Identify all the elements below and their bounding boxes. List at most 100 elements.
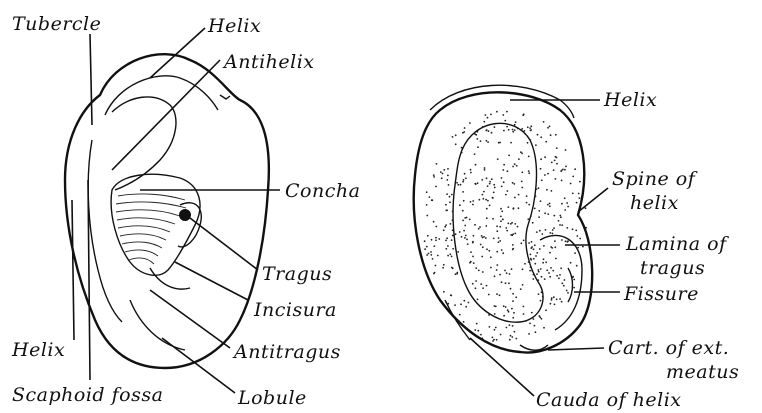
stipple-dot <box>535 195 537 197</box>
stipple-dot <box>518 158 520 160</box>
stipple-dot <box>580 202 582 204</box>
stipple-dot <box>551 299 553 301</box>
stipple-dot <box>514 124 516 126</box>
stipple-dot <box>449 196 451 198</box>
stipple-dot <box>462 132 464 134</box>
stipple-dot <box>528 170 530 172</box>
stipple-dot <box>579 197 581 199</box>
stipple-dot <box>447 175 449 177</box>
stipple-dot <box>550 303 552 305</box>
stipple-dot <box>478 228 480 230</box>
meatus-opening <box>179 209 191 221</box>
stipple-dot <box>480 283 482 285</box>
stipple-dot <box>530 259 532 261</box>
stipple-dot <box>447 245 449 247</box>
stipple-dot <box>451 239 453 241</box>
label-lobule: Lobule <box>237 387 307 409</box>
stipple-dot <box>507 190 509 192</box>
stipple-dot <box>431 199 433 201</box>
stipple-dot <box>564 197 566 199</box>
stipple-dot <box>512 166 514 168</box>
stipple-dot <box>552 235 554 237</box>
label-right-helix: Helix <box>603 89 657 111</box>
stipple-dot <box>455 233 457 235</box>
stipple-dot <box>446 193 448 195</box>
stipple-dot <box>493 184 495 186</box>
stipple-dot <box>553 296 555 298</box>
stipple-dot <box>561 180 563 182</box>
stipple-dot <box>482 337 484 339</box>
stipple-dot <box>561 301 563 303</box>
stipple-dot <box>524 263 526 265</box>
cartilage-outer-outline <box>414 92 592 352</box>
label-spine-line2: helix <box>630 192 679 214</box>
stipple-dot <box>518 207 520 209</box>
stipple-dot <box>488 130 490 132</box>
stipple-dot <box>567 292 569 294</box>
stipple-dot <box>496 264 498 266</box>
stipple-dot <box>452 267 454 269</box>
stipple-dot <box>576 202 578 204</box>
stipple-dot <box>499 274 501 276</box>
stipple-dot <box>491 132 493 134</box>
stipple-dot <box>482 246 484 248</box>
stipple-dot <box>448 184 450 186</box>
stipple-dot <box>534 263 536 265</box>
stipple-dot <box>544 174 546 176</box>
stipple-dot <box>433 273 435 275</box>
stipple-dot <box>510 288 512 290</box>
stipple-dot <box>540 136 542 138</box>
stipple-dot <box>496 339 498 341</box>
stipple-dot <box>533 318 535 320</box>
stipple-dot <box>528 156 530 158</box>
stipple-dot <box>523 113 525 115</box>
stipple-dot <box>537 269 539 271</box>
stipple-dot <box>558 277 560 279</box>
label-tragus: Tragus <box>262 263 332 285</box>
stipple-dot <box>449 201 451 203</box>
stipple-dot <box>499 240 501 242</box>
stipple-dot <box>469 122 471 124</box>
stipple-dot <box>447 255 449 257</box>
stipple-dot <box>513 312 515 314</box>
stipple-dot <box>552 270 554 272</box>
stipple-dot <box>485 225 487 227</box>
stipple-dot <box>503 315 505 317</box>
stipple-dot <box>535 255 537 257</box>
stipple-dot <box>431 239 433 241</box>
stipple-dot <box>565 149 567 151</box>
stipple-dot <box>528 242 530 244</box>
stipple-dot <box>530 130 532 132</box>
stipple-dot <box>514 163 516 165</box>
stipple-dot <box>458 320 460 322</box>
stipple-dot <box>443 264 445 266</box>
stipple-dot <box>506 126 508 128</box>
stipple-dot <box>545 229 547 231</box>
stipple-dot <box>521 181 523 183</box>
stipple-dot <box>512 293 514 295</box>
stipple-dot <box>523 313 525 315</box>
stipple-dot <box>459 231 461 233</box>
stipple-dot <box>455 273 457 275</box>
stipple-dot <box>531 246 533 248</box>
stipple-dot <box>543 327 545 329</box>
stipple-dot <box>572 176 574 178</box>
stipple-dot <box>515 121 517 123</box>
stipple-dot <box>486 217 488 219</box>
stipple-dot <box>512 182 514 184</box>
stipple-dot <box>501 281 503 283</box>
stipple-dot <box>486 285 488 287</box>
stipple-dot <box>486 140 488 142</box>
stipple-dot <box>567 206 569 208</box>
stipple-dot <box>538 271 540 273</box>
stipple-dot <box>508 311 510 313</box>
stipple-dot <box>556 147 558 149</box>
stipple-dot <box>509 273 511 275</box>
stipple-dot <box>468 302 470 304</box>
stipple-dot <box>512 129 514 131</box>
stipple-dot <box>450 223 452 225</box>
stipple-dot <box>476 323 478 325</box>
stipple-dot <box>482 287 484 289</box>
label-spine-line1: Spine of <box>612 168 698 190</box>
